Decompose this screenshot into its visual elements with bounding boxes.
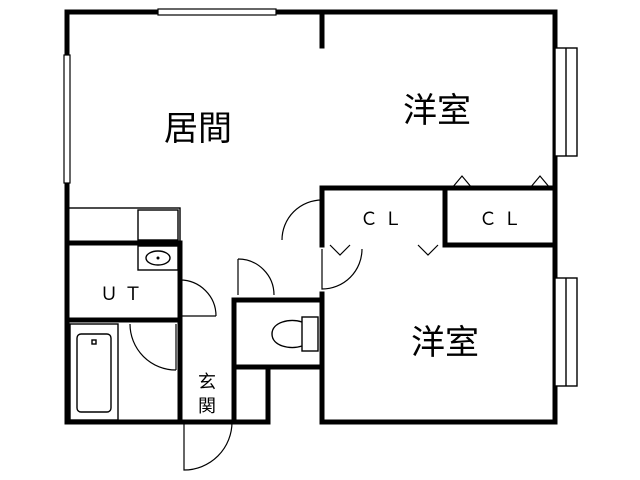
- bathtub-icon: [69, 323, 119, 421]
- entrance-label-char-1: 玄: [198, 372, 216, 393]
- western-room-bottom-label: 洋室: [411, 323, 479, 363]
- kitchen-counter: [66, 207, 181, 244]
- living-room-label: 居間: [164, 109, 232, 149]
- western-room-top-label: 洋室: [403, 91, 471, 131]
- closet-left-label: ＣＬ: [360, 209, 408, 229]
- toilet-icon: [271, 316, 319, 352]
- window-icon: [157, 8, 277, 16]
- sink-icon: [137, 209, 179, 241]
- window-icon: [554, 47, 578, 387]
- entrance-label-char-2: 関: [198, 396, 216, 417]
- utility-room-label: ＵＴ: [100, 284, 148, 304]
- washbasin-icon: [137, 245, 179, 271]
- closet-right-label: ＣＬ: [479, 209, 527, 229]
- window-icon: [63, 54, 71, 184]
- door-swing-icon: [129, 175, 551, 471]
